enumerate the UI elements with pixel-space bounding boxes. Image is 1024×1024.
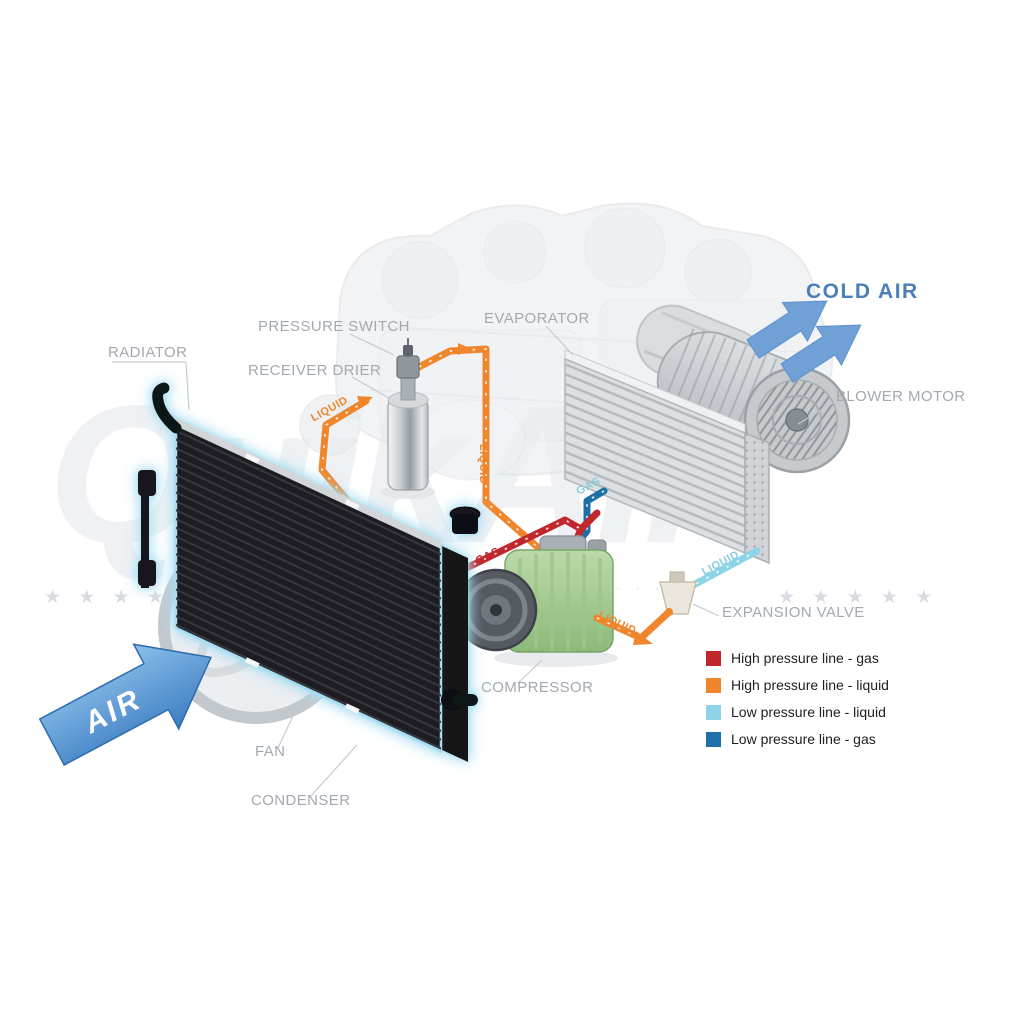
radiator-inlet-pipe — [152, 382, 182, 434]
legend-label: High pressure line - gas — [731, 650, 879, 666]
high-pressure-liquid-line — [318, 343, 546, 555]
low-pressure-liquid-line — [682, 547, 761, 593]
cold-air-label: COLD AIR — [806, 280, 919, 303]
flow-arrow — [633, 631, 653, 645]
pipe-label-liquid-2: LIQUID — [477, 444, 489, 484]
legend-swatch-low-gas — [706, 731, 721, 747]
legend-item: Low pressure line - liquid — [706, 704, 889, 720]
flow-arrow — [458, 343, 472, 355]
watermark-stars-left: ★ ★ ★ ★ — [44, 587, 170, 608]
legend-swatch-high-liquid — [706, 677, 721, 693]
evaporator-label: EVAPORATOR — [484, 310, 590, 327]
legend-label: Low pressure line - liquid — [731, 704, 886, 720]
receiver-drier-label: RECEIVER DRIER — [248, 362, 382, 379]
legend-label: Low pressure line - gas — [731, 731, 876, 747]
compressor — [454, 535, 618, 667]
legend-swatch-low-liquid — [706, 704, 721, 720]
high-pressure-liquid-line-tail — [593, 609, 672, 645]
expansion-valve — [659, 571, 697, 616]
label-leader-lines — [112, 325, 834, 798]
condenser-label: CONDENSER — [251, 792, 351, 809]
flow-arrow — [357, 396, 373, 408]
pressure-line-legend: High pressure line - gas High pressure l… — [706, 650, 889, 758]
legend-item: Low pressure line - gas — [706, 731, 889, 747]
condenser-assembly — [138, 382, 481, 762]
legend-swatch-high-gas — [706, 650, 721, 666]
radiator-label: RADIATOR — [108, 344, 188, 361]
blower-motor-label: BLOWER MOTOR — [836, 388, 966, 405]
pressure-switch-label: PRESSURE SWITCH — [258, 318, 410, 335]
evaporator-core — [564, 349, 770, 565]
expansion-valve-label: EXPANSION VALVE — [722, 604, 865, 621]
legend-item: High pressure line - liquid — [706, 677, 889, 693]
compressor-label: COMPRESSOR — [481, 679, 594, 696]
watermark-stars-right: ★ ★ ★ ★ ★ — [778, 587, 939, 608]
legend-label: High pressure line - liquid — [731, 677, 889, 693]
pressure-switch — [396, 338, 420, 379]
pipe-label-gas-1: GAS — [474, 545, 502, 567]
legend-item: High pressure line - gas — [706, 650, 889, 666]
fan-label: FAN — [255, 743, 286, 760]
receiver-drier — [381, 338, 435, 499]
